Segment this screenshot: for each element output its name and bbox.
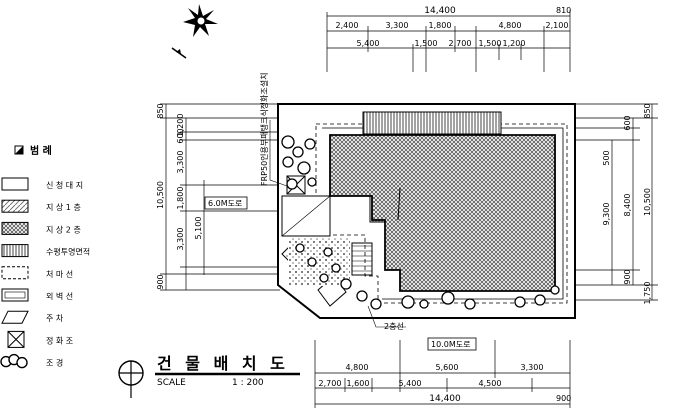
legend-swatch-trees	[0, 353, 28, 369]
dim-right-inner: 9,300	[602, 203, 611, 226]
dim-bottom-total: 14,400	[429, 394, 461, 404]
legend-swatch-dashed	[1, 266, 29, 280]
drawing-title-block: 건 물 배 치 도 SCALE 1 : 200	[118, 354, 300, 398]
legend-item: 지 상 2 층	[1, 221, 81, 235]
dim-left-mid: 1,800	[176, 187, 185, 210]
legend-item-label: 외 벽 선	[46, 291, 73, 301]
dim-bottom-row2: 4,500	[479, 379, 502, 388]
road-label-bottom: 10.0M도로	[427, 337, 477, 351]
dim-right-outer: 10,500	[643, 188, 652, 216]
landscaping-area	[281, 135, 560, 310]
svg-text:FRP50인용부패탱크식정화조설치: FRP50인용부패탱크식정화조설치	[259, 73, 269, 186]
svg-text:2층선: 2층선	[384, 322, 404, 331]
legend-item-label: 지 상 2 층	[46, 224, 81, 234]
dimension-lines-left	[160, 103, 280, 291]
dimension-lines-right	[575, 103, 658, 301]
dim-top-row2: 1,200	[503, 39, 526, 48]
legend-item: 처 마 선	[1, 266, 73, 280]
dim-top-right: 810	[556, 6, 571, 15]
legend-item-label: 수평투영면적	[46, 247, 90, 257]
legend-title-icon	[14, 145, 24, 155]
dim-top-total: 14,400	[424, 6, 456, 16]
dim-top-row1: 2,400	[336, 21, 359, 30]
legend-swatch-x-box	[7, 330, 25, 348]
road-label-left: 6.0M도로	[204, 196, 248, 210]
legend-item: 외 벽 선	[1, 288, 73, 302]
scale-value: 1 : 200	[232, 378, 264, 388]
legend-swatch-hatch-light	[1, 199, 29, 213]
legend-swatch-plain	[1, 177, 29, 191]
svg-text:6.0M도로: 6.0M도로	[208, 199, 242, 208]
dim-left-mid: 1,200	[176, 114, 185, 137]
dim-left-inner: 5,100	[194, 217, 203, 240]
legend-swatch-double	[1, 288, 29, 302]
legend-item: 지 상 1 층	[1, 199, 81, 213]
legend-item-label: 처 마 선	[46, 270, 73, 279]
legend-item: 주 차	[1, 310, 64, 324]
dim-bottom-row1: 3,300	[521, 363, 544, 372]
dim-bottom-row1: 5,600	[436, 363, 459, 372]
dim-top-row2: 1,500	[479, 39, 502, 48]
legend-title: 범 례	[30, 144, 52, 157]
stair-note: 2층선	[367, 305, 406, 331]
septic-note: FRP50인용부패탱크식정화조설치	[259, 73, 288, 187]
dim-bottom-row2: 5,400	[399, 379, 422, 388]
dim-left-outer: 10,500	[156, 181, 165, 209]
legend-item: 수평투영면적	[1, 244, 90, 258]
svg-text:10.0M도로: 10.0M도로	[431, 340, 470, 349]
dim-left-mid: 3,300	[176, 228, 185, 251]
dim-bottom-right: 900	[556, 394, 571, 403]
dim-right-mid: 900	[623, 269, 632, 284]
dimension-lines-bottom	[314, 340, 571, 408]
dimension-lines-top	[326, 10, 571, 72]
dim-top-row1: 4,800	[499, 21, 522, 30]
dim-bottom-row2: 2,700	[319, 379, 342, 388]
legend-item: 신 청 대 지	[1, 177, 83, 191]
dim-top-row1: 2,100	[546, 21, 569, 30]
legend-swatch-vertical	[1, 244, 29, 258]
scale-label: SCALE	[157, 378, 186, 388]
dim-left-outer: 850	[156, 103, 165, 118]
dim-left-mid: 3,300	[176, 151, 185, 174]
dim-right-mid: 8,400	[623, 194, 632, 217]
second-floor-area	[329, 134, 556, 292]
legend-item-label: 주 차	[46, 314, 64, 323]
dim-bottom-row2: 1,600	[347, 379, 370, 388]
dim-right-outer: 850	[643, 103, 652, 118]
dim-top-row2: 5,400	[357, 39, 380, 48]
dim-bottom-row1: 4,800	[346, 363, 369, 372]
legend-item: 정 화 조	[7, 330, 73, 348]
dim-top-row2: 2,700	[449, 39, 472, 48]
dim-top-row1: 3,300	[386, 21, 409, 30]
legend-swatch-parking	[1, 310, 29, 324]
dim-top-row2: 1,500	[415, 39, 438, 48]
north-arrow-icon	[171, 4, 218, 59]
legend-item-label: 조 경	[46, 358, 63, 368]
legend-swatch-cross	[1, 221, 29, 235]
dim-left-outer: 900	[156, 274, 165, 289]
legend-item-label: 신 청 대 지	[46, 181, 83, 190]
dim-top-row1: 1,800	[429, 21, 452, 30]
legend-item-label: 지 상 1 층	[46, 202, 81, 212]
legend-item-label: 정 화 조	[46, 335, 73, 345]
dim-left-mid: 600	[176, 128, 185, 143]
legend-item: 조 경	[0, 353, 63, 369]
dim-right-inner: 500	[602, 150, 611, 165]
stair-area	[281, 195, 373, 276]
dim-right-outer: 1,750	[643, 282, 652, 305]
drawing-title: 건 물 배 치 도	[157, 354, 289, 373]
dim-right-mid: 600	[623, 115, 632, 130]
